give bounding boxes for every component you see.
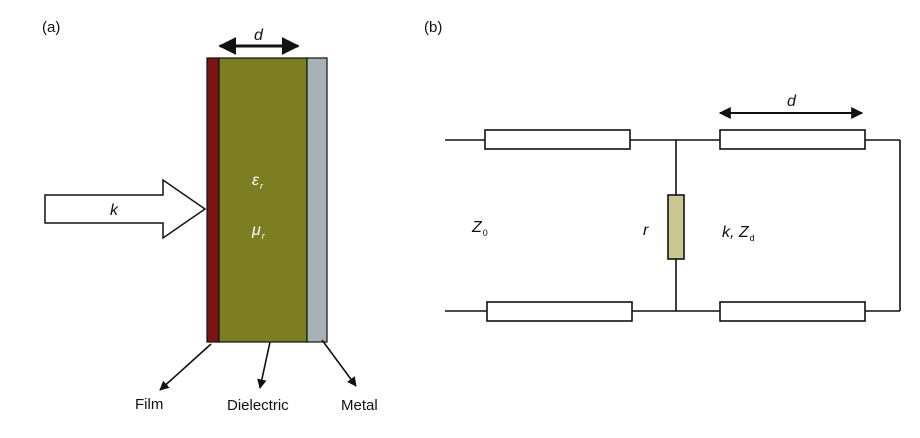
length-symbol: d [787,93,797,110]
bottom-left-line-element [486,301,633,322]
panel-b: (b) d Z0 r k, Zd [424,19,901,322]
shunt-resistor [667,194,685,260]
mu-symbol: μr [251,222,266,241]
top-left-line-element [484,129,631,150]
panel-b-label: (b) [424,19,442,36]
wave-vector-symbol: k [110,202,119,219]
metal-label: Metal [341,397,378,414]
thickness-symbol: d [254,27,264,44]
panel-a: (a) d εr μr k Film Dielectric Metal [42,19,378,414]
film-layer [206,57,220,343]
free-space-impedance-label: Z0 [471,219,488,238]
line-parameters-label: k, Zd [722,224,755,243]
incident-wave-arrow [44,178,207,240]
shunt-resistor-label: r [643,222,649,239]
film-pointer-arrow [159,343,212,391]
film-label: Film [135,396,163,413]
panel-a-label: (a) [42,19,60,36]
dielectric-layer [218,57,308,343]
metal-pointer-arrow [321,339,357,387]
dielectric-label: Dielectric [227,397,289,414]
bottom-right-line-element [719,301,866,322]
epsilon-symbol: εr [252,172,264,191]
dielectric-pointer-arrow [257,341,271,389]
metal-layer [306,57,328,343]
top-right-line-element [719,129,866,150]
